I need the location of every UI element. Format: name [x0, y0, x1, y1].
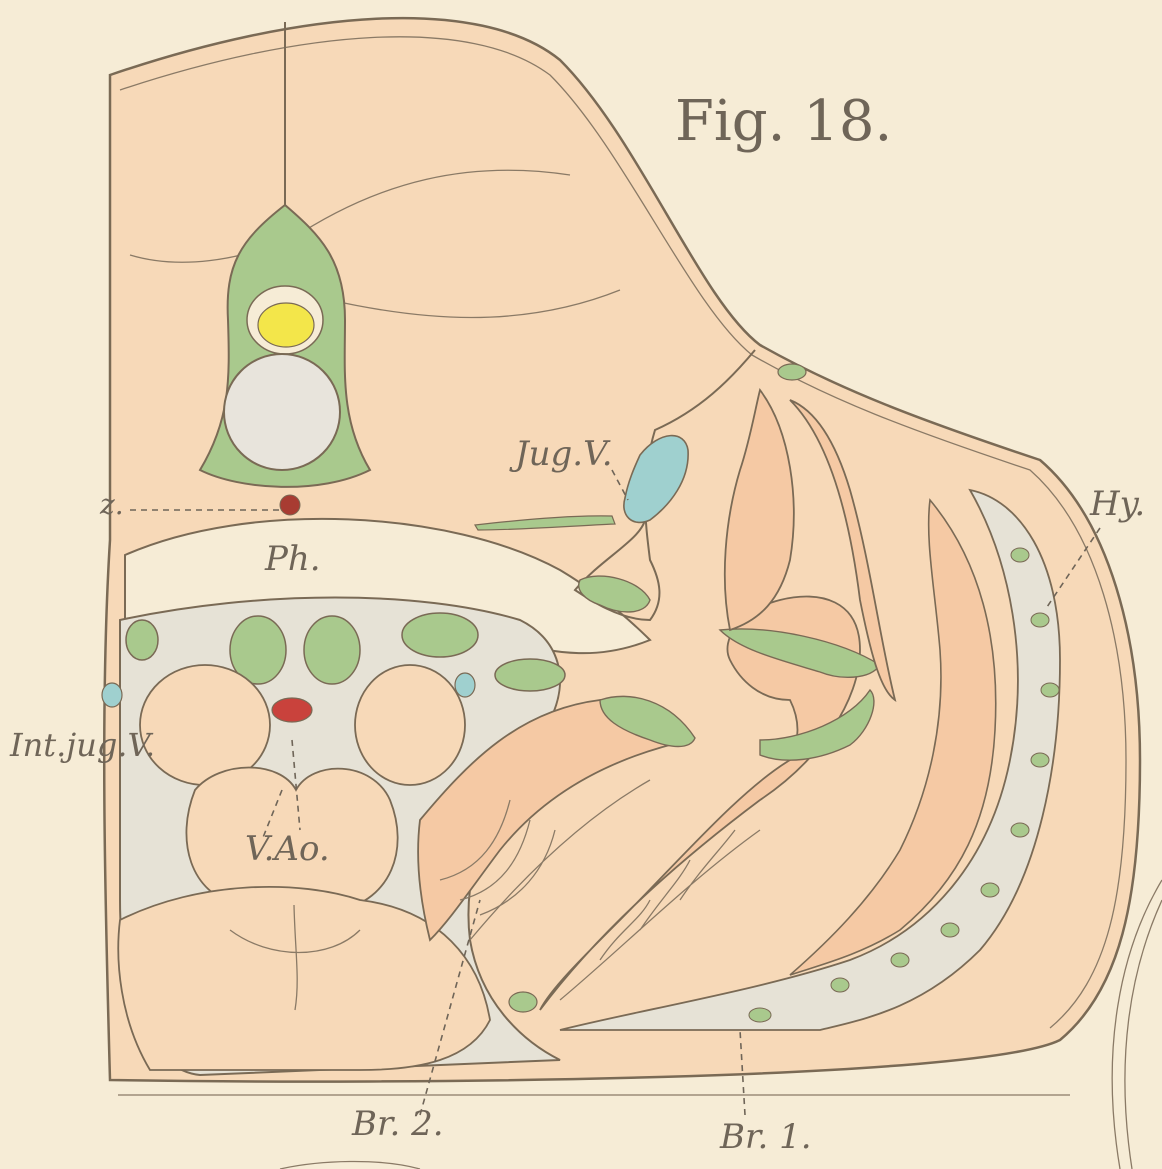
label-z: z. — [99, 488, 124, 521]
int-jug-vein-right — [455, 673, 475, 697]
label-ventral-aorta: V.Ao. — [245, 829, 330, 869]
label-hyoid: Hy. — [1089, 484, 1145, 524]
label-branchial-1: Br. 1. — [719, 1117, 812, 1157]
label-pharynx: Ph. — [264, 539, 321, 579]
int-jug-vein-left — [102, 683, 122, 707]
label-internal-jugular-vein: Int.jug.V. — [9, 726, 155, 764]
muscle-block-2 — [304, 616, 360, 684]
cartilage-right — [355, 665, 465, 785]
muscle-block-3 — [402, 613, 478, 657]
muscle-block-5 — [126, 620, 158, 660]
muscle-block-4 — [495, 659, 565, 691]
label-jugular-vein: Jug.V. — [509, 434, 613, 474]
aorta-dot — [280, 495, 300, 515]
figure-title: Fig. 18. — [675, 89, 892, 154]
label-branchial-2: Br. 2. — [351, 1104, 444, 1144]
spinal-cord-yellow — [258, 303, 314, 347]
notochord — [224, 354, 340, 470]
ventral-aorta — [272, 698, 312, 722]
